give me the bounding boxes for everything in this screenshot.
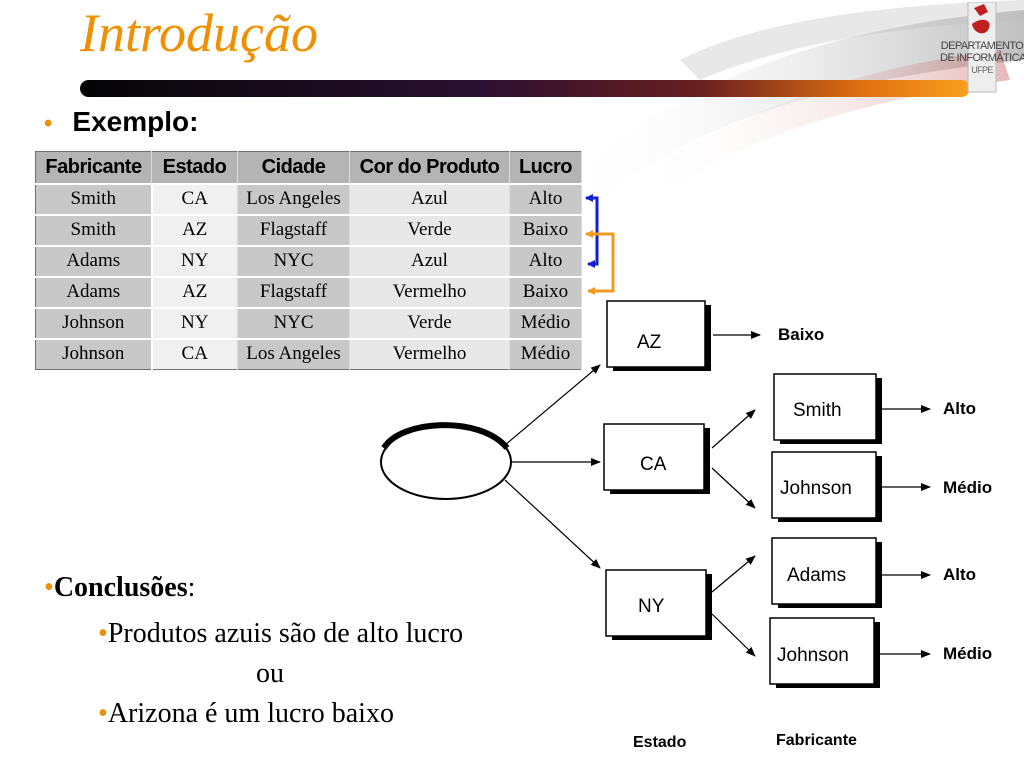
result-johnson-ny-medio: Médio bbox=[943, 644, 992, 663]
state-label-ca: CA bbox=[640, 454, 667, 475]
table-row: Adams NY NYC Azul Alto bbox=[35, 245, 582, 278]
conclusion-text-2: Arizona é um lucro baixo bbox=[107, 698, 394, 729]
example-bullet: • Exemplo: bbox=[44, 106, 198, 138]
bullet-dot: • bbox=[44, 572, 54, 603]
manufacturer-label-smith: Smith bbox=[793, 400, 842, 421]
conclusions-colon: : bbox=[187, 572, 196, 603]
cell-cor: Verde bbox=[349, 307, 510, 340]
table-row: Smith AZ Flagstaff Verde Baixo bbox=[35, 214, 582, 247]
bullet-dot: • bbox=[44, 110, 53, 137]
col-header-cor: Cor do Produto bbox=[349, 151, 510, 185]
level-label-state: Estado bbox=[633, 734, 687, 751]
cell-cor: Azul bbox=[349, 183, 510, 216]
edge-ca-johnson bbox=[711, 467, 756, 509]
cell-estado: AZ bbox=[151, 276, 238, 309]
edge-ca-smith bbox=[711, 409, 756, 449]
manufacturer-node-johnson-ny: Johnson bbox=[769, 617, 880, 688]
col-header-lucro: Lucro bbox=[509, 151, 582, 185]
level-label-manufacturer: Fabricante bbox=[776, 732, 857, 749]
cell-lucro: Alto bbox=[509, 183, 582, 216]
conclusion-text-1: Produtos azuis são de alto lucro bbox=[107, 618, 464, 649]
cell-cor: Azul bbox=[349, 245, 510, 278]
cell-cor: Verde bbox=[349, 214, 510, 247]
conclusion-item-1: •Produtos azuis são de alto lucro bbox=[98, 618, 463, 650]
result-adams-alto: Alto bbox=[943, 565, 976, 584]
cell-fabricante: Adams bbox=[35, 245, 153, 278]
example-label: Exemplo bbox=[72, 106, 190, 137]
cell-fabricante: Smith bbox=[35, 214, 153, 247]
table-row: Adams AZ Flagstaff Vermelho Baixo bbox=[35, 276, 582, 309]
manufacturer-label-adams: Adams bbox=[787, 565, 846, 586]
example-colon: : bbox=[189, 106, 199, 137]
conclusions-block: •Conclusões: •Produtos azuis são de alto… bbox=[44, 572, 463, 729]
logo-line-3: UFPE bbox=[971, 65, 993, 75]
department-logo bbox=[967, 2, 997, 93]
header-swoosh bbox=[80, 0, 1024, 200]
cell-cidade: Flagstaff bbox=[237, 276, 350, 309]
result-johnson-ca-medio: Médio bbox=[943, 478, 992, 497]
cell-lucro: Baixo bbox=[509, 276, 582, 309]
state-label-ny: NY bbox=[638, 596, 665, 617]
table-row: Johnson CA Los Angeles Vermelho Médio bbox=[35, 338, 582, 370]
cell-cidade: Los Angeles bbox=[237, 183, 350, 216]
edge-ny-johnson bbox=[711, 613, 756, 657]
blue-bracket bbox=[587, 196, 599, 268]
state-label-az: AZ bbox=[637, 332, 662, 353]
cell-cor: Vermelho bbox=[349, 276, 510, 309]
cell-estado: NY bbox=[151, 245, 238, 278]
root-node-shadow bbox=[381, 422, 510, 451]
cell-cidade: Flagstaff bbox=[237, 214, 350, 247]
cell-fabricante: Johnson bbox=[35, 307, 153, 340]
cell-estado: CA bbox=[151, 183, 238, 216]
state-node-ca: CA bbox=[603, 423, 710, 494]
cell-lucro: Médio bbox=[509, 307, 582, 340]
conclusion-or: ou bbox=[256, 658, 284, 689]
cell-cidade: NYC bbox=[237, 245, 350, 278]
edge-root-az bbox=[504, 364, 601, 446]
cell-fabricante: Smith bbox=[35, 183, 153, 216]
cell-estado: AZ bbox=[151, 214, 238, 247]
table-row: Smith CA Los Angeles Azul Alto bbox=[35, 183, 582, 216]
result-smith-alto: Alto bbox=[943, 399, 976, 418]
bullet-dot: • bbox=[98, 698, 108, 729]
edge-ny-adams bbox=[711, 555, 756, 593]
result-az-baixo: Baixo bbox=[778, 325, 824, 344]
cell-lucro: Baixo bbox=[509, 214, 582, 247]
cell-cor: Vermelho bbox=[349, 338, 510, 370]
conclusions-title: Conclusões bbox=[53, 572, 188, 603]
manufacturer-node-smith: Smith bbox=[773, 373, 882, 444]
edge-root-ny bbox=[504, 479, 601, 569]
cell-cidade: NYC bbox=[237, 307, 350, 340]
cell-fabricante: Adams bbox=[35, 276, 153, 309]
manufacturer-label-johnson-ca: Johnson bbox=[780, 478, 852, 499]
sales-table: Fabricante Estado Cidade Cor do Produto … bbox=[35, 151, 582, 370]
cell-fabricante: Johnson bbox=[35, 338, 153, 370]
bullet-dot: • bbox=[98, 618, 108, 649]
col-header-cidade: Cidade bbox=[237, 151, 350, 185]
conclusions-heading: •Conclusões: bbox=[44, 572, 195, 604]
manufacturer-node-johnson-ca: Johnson bbox=[771, 451, 882, 522]
logo-line-1: DEPARTAMENTO bbox=[940, 40, 1024, 52]
table-header-row: Fabricante Estado Cidade Cor do Produto … bbox=[35, 151, 582, 185]
manufacturer-node-adams: Adams bbox=[771, 537, 882, 608]
col-header-estado: Estado bbox=[151, 151, 238, 185]
slide-title: Introdução bbox=[80, 3, 318, 63]
manufacturer-label-johnson-ny: Johnson bbox=[777, 645, 849, 666]
state-node-az: AZ bbox=[606, 300, 711, 371]
col-header-fabricante: Fabricante bbox=[35, 151, 152, 185]
state-node-ny: NY bbox=[605, 569, 712, 640]
cell-lucro: Alto bbox=[509, 245, 582, 278]
cell-estado: NY bbox=[151, 307, 238, 340]
cell-lucro: Médio bbox=[509, 338, 582, 370]
cell-cidade: Los Angeles bbox=[237, 338, 350, 370]
table-row: Johnson NY NYC Verde Médio bbox=[35, 307, 582, 340]
conclusion-item-2: •Arizona é um lucro baixo bbox=[98, 698, 394, 730]
cell-estado: CA bbox=[151, 338, 238, 370]
logo-line-2: DE INFORMÁTICA bbox=[940, 52, 1024, 64]
logo-text: DEPARTAMENTO DE INFORMÁTICA UFPE bbox=[940, 40, 1024, 76]
